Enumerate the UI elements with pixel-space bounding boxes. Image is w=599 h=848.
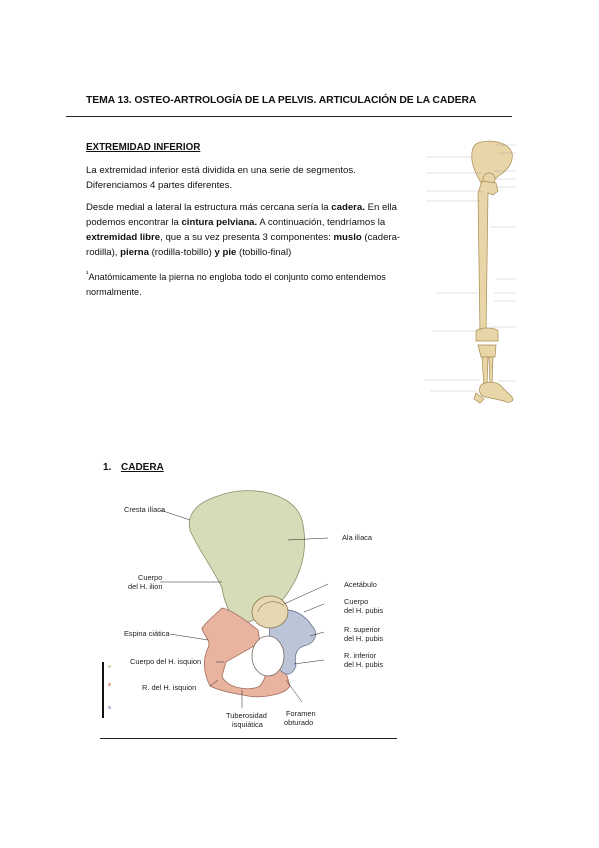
section-heading: EXTREMIDAD INFERIOR [86,142,201,153]
label-cuerpo-pubis-2: del H. pubis [344,606,383,615]
label-cuerpo-ilion-2: del H. ilion [128,582,163,591]
list-number: 1. [103,462,112,473]
label-r-inferior-2: del H. pubis [344,660,383,669]
label-cresta-iliaca: Cresta ilíaca [124,505,166,514]
legend-bar [102,662,104,718]
list-label: CADERA [121,462,164,473]
list-item-cadera: 1. CADERA [103,462,164,473]
figure-baseline [100,738,397,739]
intro-paragraph-2: Desde medial a lateral la estructura más… [86,202,401,258]
label-tuberosidad-2: isquiática [232,720,264,729]
lower-limb-skeleton-illustration [424,140,516,404]
title-divider [66,116,512,117]
label-foramen-2: obturado [284,718,313,727]
label-espina-ciatica: Espina ciática [124,629,170,638]
legend-swatches [108,665,111,709]
hip-bone-diagram: Cresta ilíaca Ala ilíaca Cuerpo del H. i… [102,490,383,729]
label-tuberosidad-1: Tuberosidad [226,711,267,720]
footnote-paragraph: ¹Anatómicamente la pierna no engloba tod… [86,269,386,298]
label-r-superior-2: del H. pubis [344,634,383,643]
label-cuerpo-pubis-1: Cuerpo [344,597,368,606]
label-foramen-1: Foramen [286,709,316,718]
page-title: TEMA 13. OSTEO-ARTROLOGÍA DE LA PELVIS. … [86,95,477,106]
label-r-isquion: R. del H. isquion [142,683,196,692]
label-r-superior-1: R. superior [344,625,381,634]
label-r-inferior-1: R. inferior [344,651,377,660]
label-acetabulo: Acetábulo [344,580,377,589]
label-cuerpo-ilion-1: Cuerpo [138,573,162,582]
intro-paragraph-1: La extremidad inferior está dividida en … [86,165,356,191]
label-ala-iliaca: Ala ilíaca [342,533,373,542]
label-cuerpo-isquion: Cuerpo del H. isquion [130,657,201,666]
